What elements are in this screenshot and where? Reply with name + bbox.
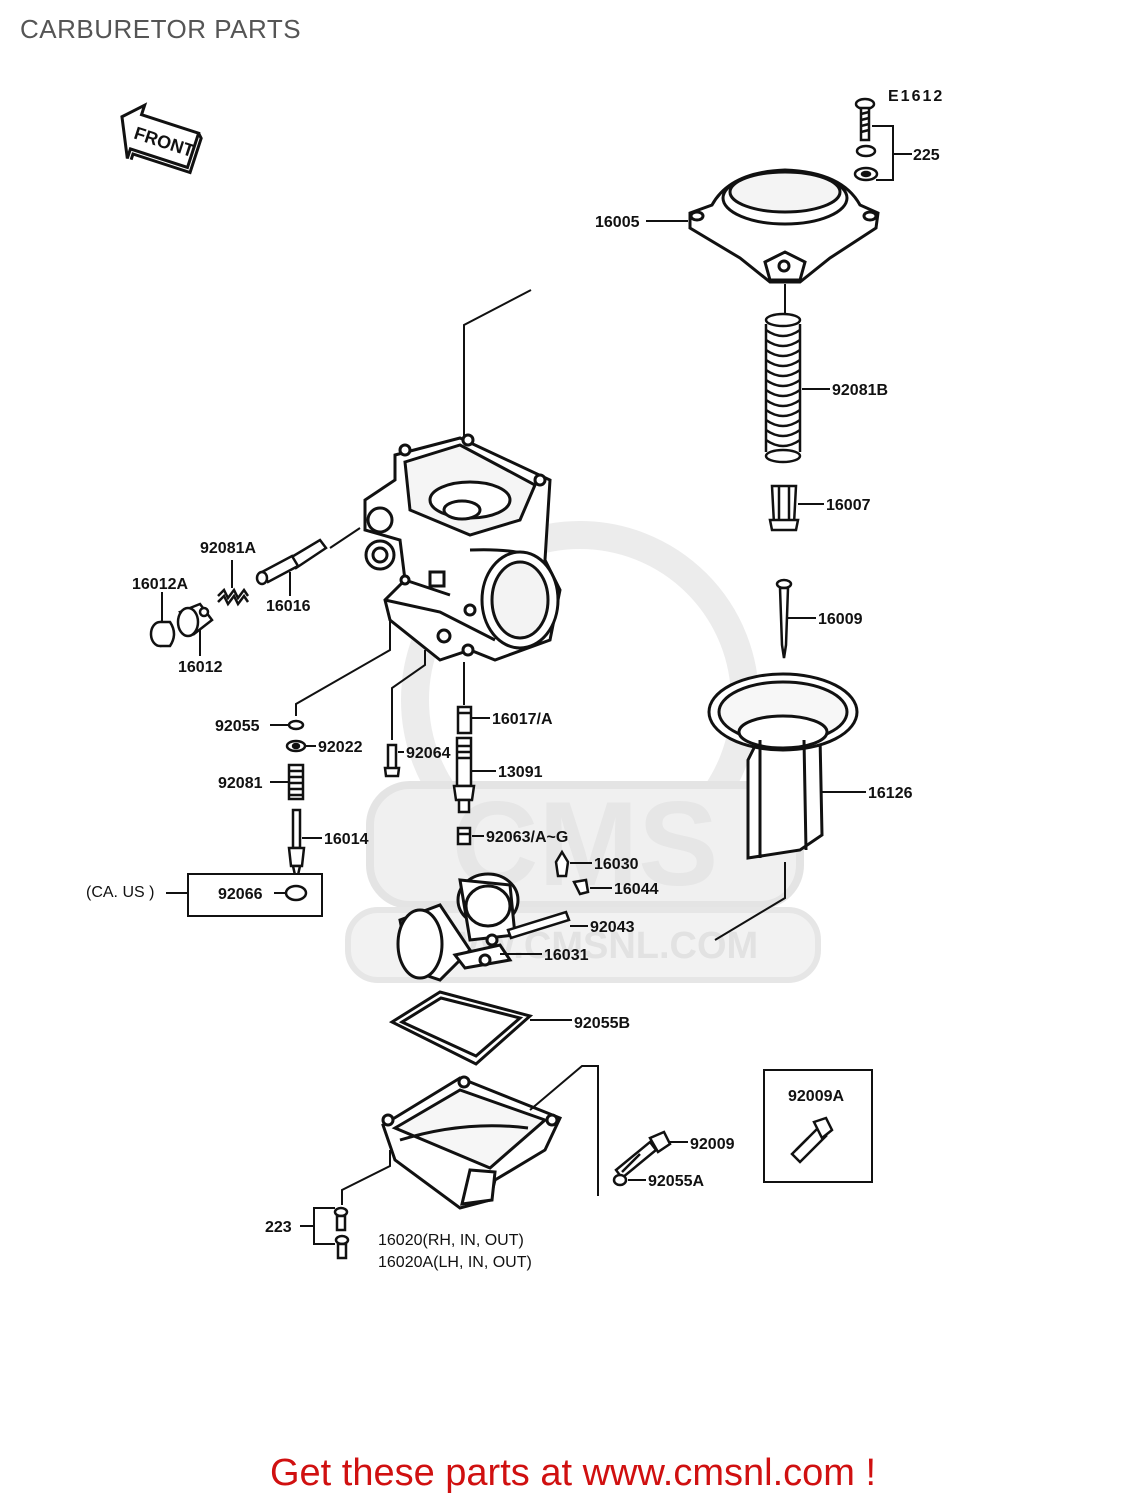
leader-223: [300, 1207, 335, 1245]
label-16031: 16031: [544, 947, 589, 964]
part-screw-225: [853, 97, 879, 182]
part-starter-plunger-16014: [287, 808, 306, 877]
label-92081: 92081: [218, 775, 263, 792]
label-16005: 16005: [595, 214, 640, 231]
get-parts-link[interactable]: Get these parts at www.cmsnl.com !: [269, 1452, 877, 1494]
part-pilot-screw-16016: [255, 538, 328, 586]
label-92081B: 92081B: [832, 382, 888, 399]
label-92055: 92055: [215, 718, 260, 735]
assembly-line-body-top: [463, 289, 532, 440]
part-spring-92081: [287, 763, 305, 801]
label-92009: 92009: [690, 1136, 735, 1153]
label-92009A: 92009A: [788, 1088, 844, 1105]
part-spring-92081A: [217, 587, 250, 607]
part-gasket-92055B: [388, 990, 534, 1066]
label-92063: 92063/A~G: [486, 829, 568, 846]
part-clip-16044: [572, 878, 590, 896]
part-pin-92043: [506, 910, 571, 940]
label-92064: 92064: [406, 745, 451, 762]
label-92081A: 92081A: [200, 540, 256, 557]
label-16016: 16016: [266, 598, 311, 615]
label-16009: 16009: [818, 611, 863, 628]
part-drain-screw-92009: [614, 1130, 672, 1180]
ca-us-callout-box: [166, 873, 323, 917]
part-screw-223: [333, 1206, 350, 1260]
part-plug-16012: [176, 602, 214, 638]
assembly-line-jets: [391, 650, 426, 740]
page-title: CARBURETOR PARTS: [20, 14, 302, 44]
label-92055B: 92055B: [574, 1015, 630, 1032]
label-16017A: 16017/A: [492, 711, 553, 728]
label-16020: 16020(RH, IN, OUT): [378, 1232, 524, 1249]
leader-16016-body: [329, 527, 361, 549]
diagram-code: E1612: [888, 88, 944, 105]
label-16014: 16014: [324, 831, 369, 848]
label-16012: 16012: [178, 659, 223, 676]
label-92066: 92066: [218, 886, 263, 903]
label-16007: 16007: [826, 497, 871, 514]
assembly-line-piston: [714, 862, 786, 941]
label-92022: 92022: [318, 739, 363, 756]
part-oring-92055: [287, 719, 305, 731]
label-16020A: 16020A(LH, IN, OUT): [378, 1254, 532, 1271]
label-16044: 16044: [614, 881, 659, 898]
part-main-jet-92063: [456, 826, 472, 846]
part-float-bowl-16020: [381, 1075, 563, 1210]
part-screw-92009A: [790, 1116, 834, 1164]
part-spring-92081B: [764, 312, 802, 464]
part-needle-16009: [775, 578, 793, 659]
label-92043: 92043: [590, 919, 635, 936]
label-225: 225: [913, 147, 940, 164]
part-cap-92066: [284, 884, 308, 902]
part-washer-92022: [285, 739, 307, 753]
label-16030: 16030: [594, 856, 639, 873]
part-cap-16012A: [149, 620, 176, 648]
label-92055A: 92055A: [648, 1173, 704, 1190]
part-float-16031: [396, 872, 520, 982]
label-16012A: 16012A: [132, 576, 188, 593]
part-float-valve-16030: [554, 849, 570, 878]
part-carburetor-body: [363, 433, 562, 662]
part-diaphragm-16126: [707, 672, 859, 860]
assembly-line-bowl-bottom: [341, 1150, 391, 1205]
assembly-line-bowl-right: [529, 1065, 599, 1196]
label-223: 223: [265, 1219, 292, 1236]
part-oring-92055A: [612, 1173, 628, 1187]
part-screw-92064: [383, 743, 401, 778]
part-holder-16007: [768, 484, 800, 532]
part-needle-jet-16017A: [456, 705, 473, 735]
label-13091: 13091: [498, 764, 543, 781]
leader-225: [872, 125, 912, 181]
part-top-cover-16005: [688, 168, 880, 284]
callout-box-92009A: [763, 1069, 873, 1183]
assembly-line-float-valve: [295, 620, 391, 716]
label-16126: 16126: [868, 785, 913, 802]
front-direction-marker: FRONT: [120, 102, 203, 175]
part-holder-13091: [452, 736, 476, 814]
label-ca-us: (CA. US ): [86, 884, 154, 901]
